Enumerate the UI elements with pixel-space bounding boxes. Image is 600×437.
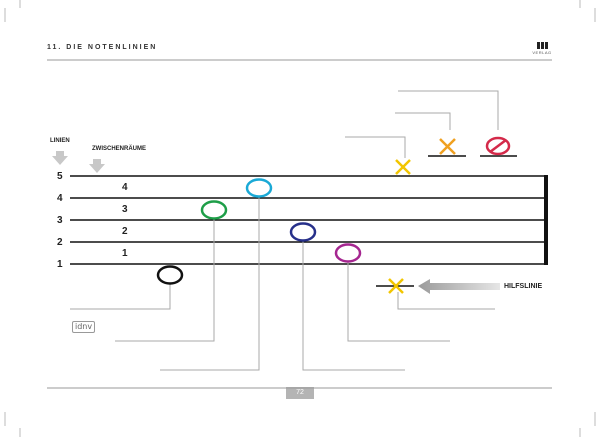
page-number: 72 [286,387,314,399]
line-number-2: 2 [57,237,63,248]
space-number-3: 3 [122,204,128,215]
staff-lines [70,175,546,265]
green-note [200,200,228,220]
space-number-1: 1 [122,248,128,259]
down-arrows [52,151,105,173]
cyan-note [245,178,273,198]
leader-lines [70,90,499,371]
brand-mark: idnv [72,321,96,333]
crossed-circle-icon [485,136,511,156]
lines-arrow-icon [52,151,68,165]
logo-text: VERLAG [532,50,552,55]
magenta-note [334,243,362,263]
space-number-2: 2 [122,226,128,237]
orange-x-icon [439,138,456,155]
yellow-x-icon [395,159,411,175]
space-number-4: 4 [122,182,128,193]
end-barline [544,175,548,265]
publisher-logo: VERLAG [532,42,552,55]
hilfslinie-arrow-icon [418,279,500,294]
line-number-5: 5 [57,171,63,182]
spaces-label: ZWISCHENRÄUME [92,146,146,152]
hilfslinie-x-icon [388,278,404,294]
navy-note [289,222,317,242]
hilfslinie-label: HILFSLINIE [504,283,543,290]
lines-label: LINIEN [50,138,70,144]
line-number-1: 1 [57,259,63,270]
chapter-title: 11. DIE NOTENLINIEN [47,44,158,51]
crop-marks [4,0,596,437]
line-number-3: 3 [57,215,63,226]
line-number-4: 4 [57,193,63,204]
spaces-arrow-icon [89,159,105,173]
black-note [156,265,184,285]
